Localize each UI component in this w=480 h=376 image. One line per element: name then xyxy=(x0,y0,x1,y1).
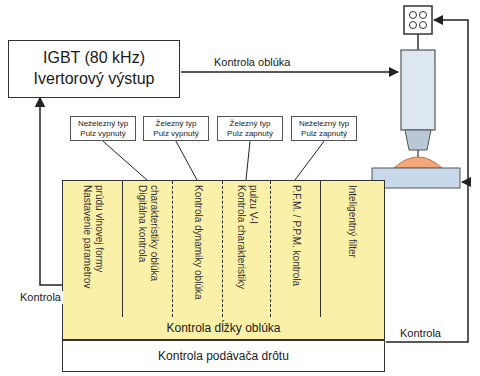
weld-arc xyxy=(394,157,442,168)
control-column: Kontrola charakteristiky pulzu V-I xyxy=(223,181,271,317)
node-text: Inteligentný filter xyxy=(346,185,358,313)
mode-box: Železný typ Pulz vypnutý xyxy=(143,116,209,141)
workpiece xyxy=(372,168,460,188)
wire-feeder-control-box: Kontrola podávača drôtu xyxy=(62,340,385,372)
connector xyxy=(295,141,324,180)
node-text: IGBT (80 kHz) Ivertorový výstup xyxy=(19,48,169,90)
node-text: Digitálna kontrola charakteristiky oblúk… xyxy=(136,185,160,313)
node-text: P.F.M. / P.P.M. kontrola xyxy=(290,185,302,313)
connector xyxy=(176,141,197,180)
arc-length-control-panel: Kontrola dĺžky oblúka Nastavenie parametr… xyxy=(62,180,385,340)
control-column: P.F.M. / P.P.M. kontrola xyxy=(271,181,321,317)
node-text: Neželezný typ Pulz zapnutý xyxy=(295,119,353,138)
feedback-arrow xyxy=(462,181,468,183)
connector xyxy=(103,141,147,180)
node-text: Kontrola podávača drôtu xyxy=(158,349,289,363)
wire-feeder xyxy=(404,6,432,34)
wire xyxy=(417,34,419,50)
control-column: Kontrola dynamiky oblúka xyxy=(173,181,223,317)
mode-box: Neželezný typ Pulz vypnutý xyxy=(70,116,136,141)
node-text: Kontrola charakteristiky pulzu V-I xyxy=(235,185,259,313)
node-text: Železný typ Pulz vypnutý xyxy=(147,119,205,138)
inverter-box: IGBT (80 kHz) Ivertorový výstup xyxy=(8,40,180,98)
node-text: Železný typ Pulz zapnutý xyxy=(221,119,279,138)
connector xyxy=(246,141,250,180)
node-text: Nastavenie parametrov prúdu vlnovej form… xyxy=(81,185,105,313)
control-column: Digitálna kontrola charakteristiky oblúk… xyxy=(123,181,173,317)
arc-control-label: Kontrola oblúka xyxy=(212,56,292,69)
node-text: Kontrola dĺžky oblúka xyxy=(63,321,384,335)
control-column: Inteligentný filter xyxy=(321,181,383,317)
control-column: Nastavenie parametrov prúdu vlnovej form… xyxy=(63,181,123,317)
mode-box: Neželezný typ Pulz zapnutý xyxy=(291,116,357,141)
arc-control-arrow xyxy=(181,71,398,73)
connector xyxy=(40,98,62,285)
connector-label: Kontrola xyxy=(18,291,63,304)
control-label: Kontrola xyxy=(398,327,443,340)
node-text: Kontrola dynamiky oblúka xyxy=(192,185,204,313)
torch-body xyxy=(401,50,435,130)
torch-nozzle xyxy=(405,130,431,150)
mode-box: Železný typ Pulz zapnutý xyxy=(217,116,283,141)
node-text: Neželezný typ Pulz vypnutý xyxy=(74,119,132,138)
